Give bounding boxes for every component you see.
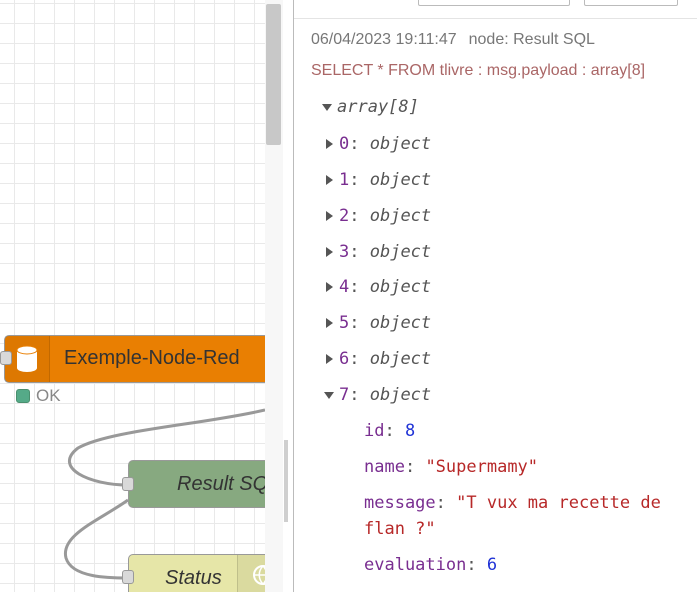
- expand-icon[interactable]: [326, 282, 333, 292]
- node-icon-area: [5, 336, 50, 382]
- expand-icon[interactable]: [326, 211, 333, 221]
- expand-icon[interactable]: [326, 175, 333, 185]
- message-topic: SELECT * FROM tlivre : msg.payload : arr…: [311, 62, 646, 79]
- collapse-icon[interactable]: [324, 391, 334, 399]
- tree-item[interactable]: 5: object: [326, 311, 431, 335]
- filter-input[interactable]: [418, 0, 570, 6]
- input-port[interactable]: [122, 570, 134, 584]
- debug-sidebar: 06/04/2023 19:11:47 node: Result SQL SELE…: [293, 0, 697, 592]
- splitter-handle[interactable]: [284, 440, 288, 522]
- wires: [63, 408, 265, 580]
- debug-message-meta: 06/04/2023 19:11:47 node: Result SQL: [311, 31, 595, 49]
- property-row-continuation: flan ?": [364, 519, 436, 539]
- tree-item[interactable]: 6: object: [326, 347, 431, 371]
- expand-icon[interactable]: [326, 139, 333, 149]
- result-sql-node[interactable]: Result SQL: [128, 460, 265, 508]
- globe-icon: [253, 565, 265, 586]
- input-port[interactable]: [122, 477, 134, 491]
- expand-icon[interactable]: [326, 318, 333, 328]
- node-status-text: OK: [36, 386, 61, 405]
- database-icon: [16, 345, 38, 372]
- result-node-label: Result SQL: [177, 473, 265, 495]
- tree-item[interactable]: 2: object: [326, 204, 431, 228]
- mysql-node[interactable]: Exemple-Node-Red: [4, 335, 265, 383]
- message-timestamp: 06/04/2023 19:11:47: [311, 31, 457, 48]
- status-node-label: Status: [165, 567, 222, 589]
- tree-item[interactable]: 3: object: [326, 240, 431, 264]
- tree-item[interactable]: 1: object: [326, 168, 431, 192]
- expand-icon[interactable]: [326, 354, 333, 364]
- property-row: message: "T vux ma recette de: [364, 493, 661, 513]
- debug-toolbar: [294, 0, 697, 19]
- tree-item[interactable]: 4: object: [326, 275, 431, 299]
- expand-icon[interactable]: [326, 247, 333, 257]
- property-row: evaluation: 6: [364, 555, 498, 575]
- node-status: OK: [16, 386, 61, 405]
- tree-root[interactable]: array[8]: [322, 95, 419, 119]
- flow-workspace[interactable]: Exemple-Node-Red OK Result SQL Status: [0, 0, 265, 592]
- status-dot-icon: [16, 389, 30, 403]
- collapse-icon[interactable]: [322, 103, 332, 111]
- workspace-scrollbar[interactable]: [265, 0, 283, 592]
- node-icon-area: [237, 555, 265, 592]
- filter-select[interactable]: [584, 0, 678, 6]
- mysql-node-label: Exemple-Node-Red: [64, 347, 240, 369]
- root-type: array[8]: [337, 97, 419, 117]
- message-node-link[interactable]: node: Result SQL: [468, 31, 595, 48]
- tree-item-expanded[interactable]: 7: object: [324, 383, 431, 407]
- input-port[interactable]: [0, 351, 12, 365]
- property-row: id: 8: [364, 421, 416, 441]
- property-row: name: "Supermamy": [364, 457, 539, 477]
- scrollbar-thumb[interactable]: [266, 4, 281, 145]
- tree-item[interactable]: 0: object: [326, 132, 431, 156]
- status-node[interactable]: Status: [128, 554, 265, 592]
